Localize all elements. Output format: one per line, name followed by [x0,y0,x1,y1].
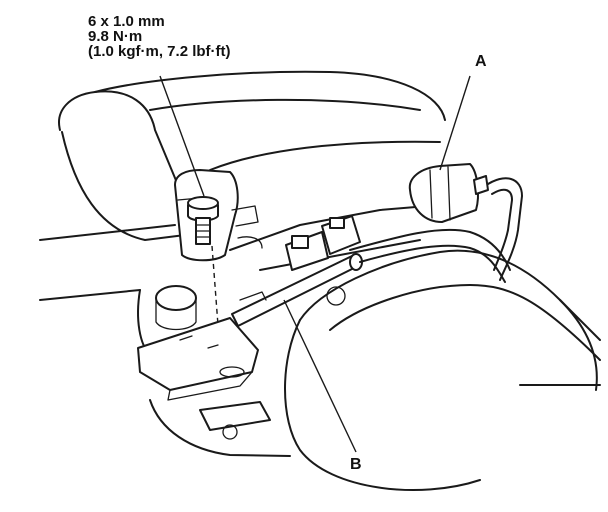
injector-connector-1 [285,231,329,271]
rail-rod [231,253,363,327]
mount-bracket [137,285,259,401]
connector-a [408,163,489,223]
injector-connector-2 [321,215,361,255]
air-duct [284,249,601,491]
harness [349,177,523,283]
lower-block [149,399,291,457]
bolt-size: 6 x 1.0 mm [88,13,165,30]
callout-b-label: B [350,456,362,473]
callout-a-leader [439,75,471,171]
torque-spec: 6 x 1.0 mm 9.8 N·m (1.0 kgf·m, 7.2 lbf·f… [88,14,231,59]
callout-b-leader [283,299,357,453]
intake-runner [58,70,446,241]
torque-leader-line [159,75,205,197]
callout-a-label: A [475,53,487,70]
torque-imperial: (1.0 kgf·m, 7.2 lbf·ft) [88,43,231,60]
torque-nm: 9.8 N·m [88,28,143,45]
engine-body [39,140,441,356]
bolt [187,196,219,245]
